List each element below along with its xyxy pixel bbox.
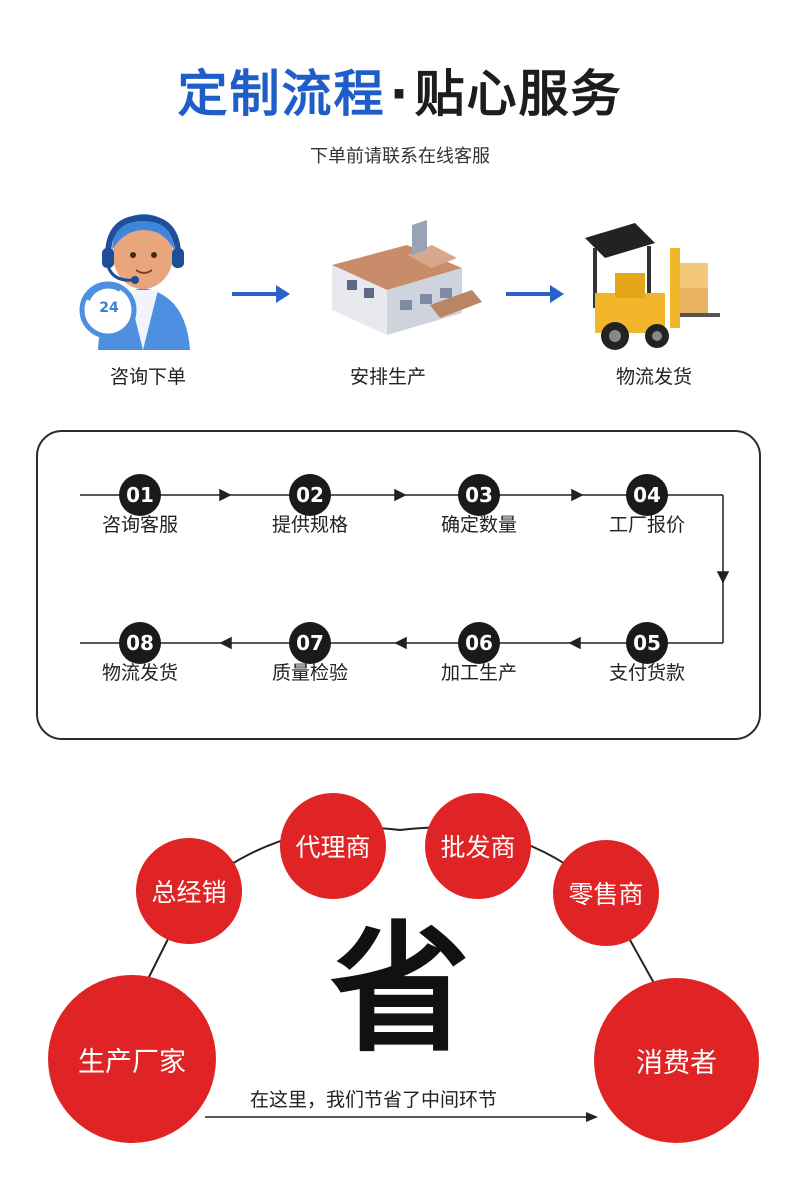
step-label-03: 确定数量 <box>440 514 517 536</box>
step-label-04: 工厂报价 <box>608 514 685 536</box>
chain-node-distributor: 总经销 <box>136 838 242 944</box>
chain-connector-lines <box>144 826 656 1122</box>
process-panel <box>36 430 761 740</box>
chain-note: 在这里，我们节省了中间环节 <box>250 1089 498 1111</box>
title-blue-part: 定制流程 <box>177 65 386 123</box>
right-arrow-icon <box>232 285 290 303</box>
center-save-character: 省 <box>330 908 471 1072</box>
step-badge-03: 03 <box>458 474 500 516</box>
page-subtitle: 下单前请联系在线客服 <box>310 146 490 167</box>
chain-node-wholesaler: 批发商 <box>425 793 531 899</box>
title-dark-part: 贴心服务 <box>414 65 623 123</box>
step-label-02: 提供规格 <box>271 514 348 536</box>
chain-node-agent: 代理商 <box>280 793 386 899</box>
step-label-07: 质量检验 <box>271 662 348 684</box>
factory-icon <box>312 210 482 360</box>
title-separator: · <box>389 65 411 123</box>
illus-step-label-1: 咨询下单 <box>109 366 186 388</box>
step-label-05: 支付货款 <box>608 662 685 684</box>
forklift-icon <box>575 218 725 368</box>
customer-service-icon: 24 <box>68 200 218 350</box>
step-badge-04: 04 <box>626 474 668 516</box>
page-title: 定制流程·贴心服务 <box>0 62 800 126</box>
process-flow-lines <box>80 488 730 650</box>
step-label-08: 物流发货 <box>101 662 178 684</box>
step-badge-06: 06 <box>458 622 500 664</box>
step-label-01: 咨询客服 <box>101 514 178 536</box>
step-badge-08: 08 <box>119 622 161 664</box>
illus-step-label-3: 物流发货 <box>615 366 692 388</box>
chain-node-consumer: 消费者 <box>594 978 759 1143</box>
illus-step-label-2: 安排生产 <box>349 366 426 388</box>
chain-node-manufacturer: 生产厂家 <box>48 975 216 1143</box>
step-label-06: 加工生产 <box>440 662 517 684</box>
right-arrow-icon <box>506 285 564 303</box>
step-badge-05: 05 <box>626 622 668 664</box>
step-badge-01: 01 <box>119 474 161 516</box>
step-badge-02: 02 <box>289 474 331 516</box>
step-badge-07: 07 <box>289 622 331 664</box>
hours-badge: 24 <box>99 300 119 316</box>
chain-node-retailer: 零售商 <box>553 840 659 946</box>
